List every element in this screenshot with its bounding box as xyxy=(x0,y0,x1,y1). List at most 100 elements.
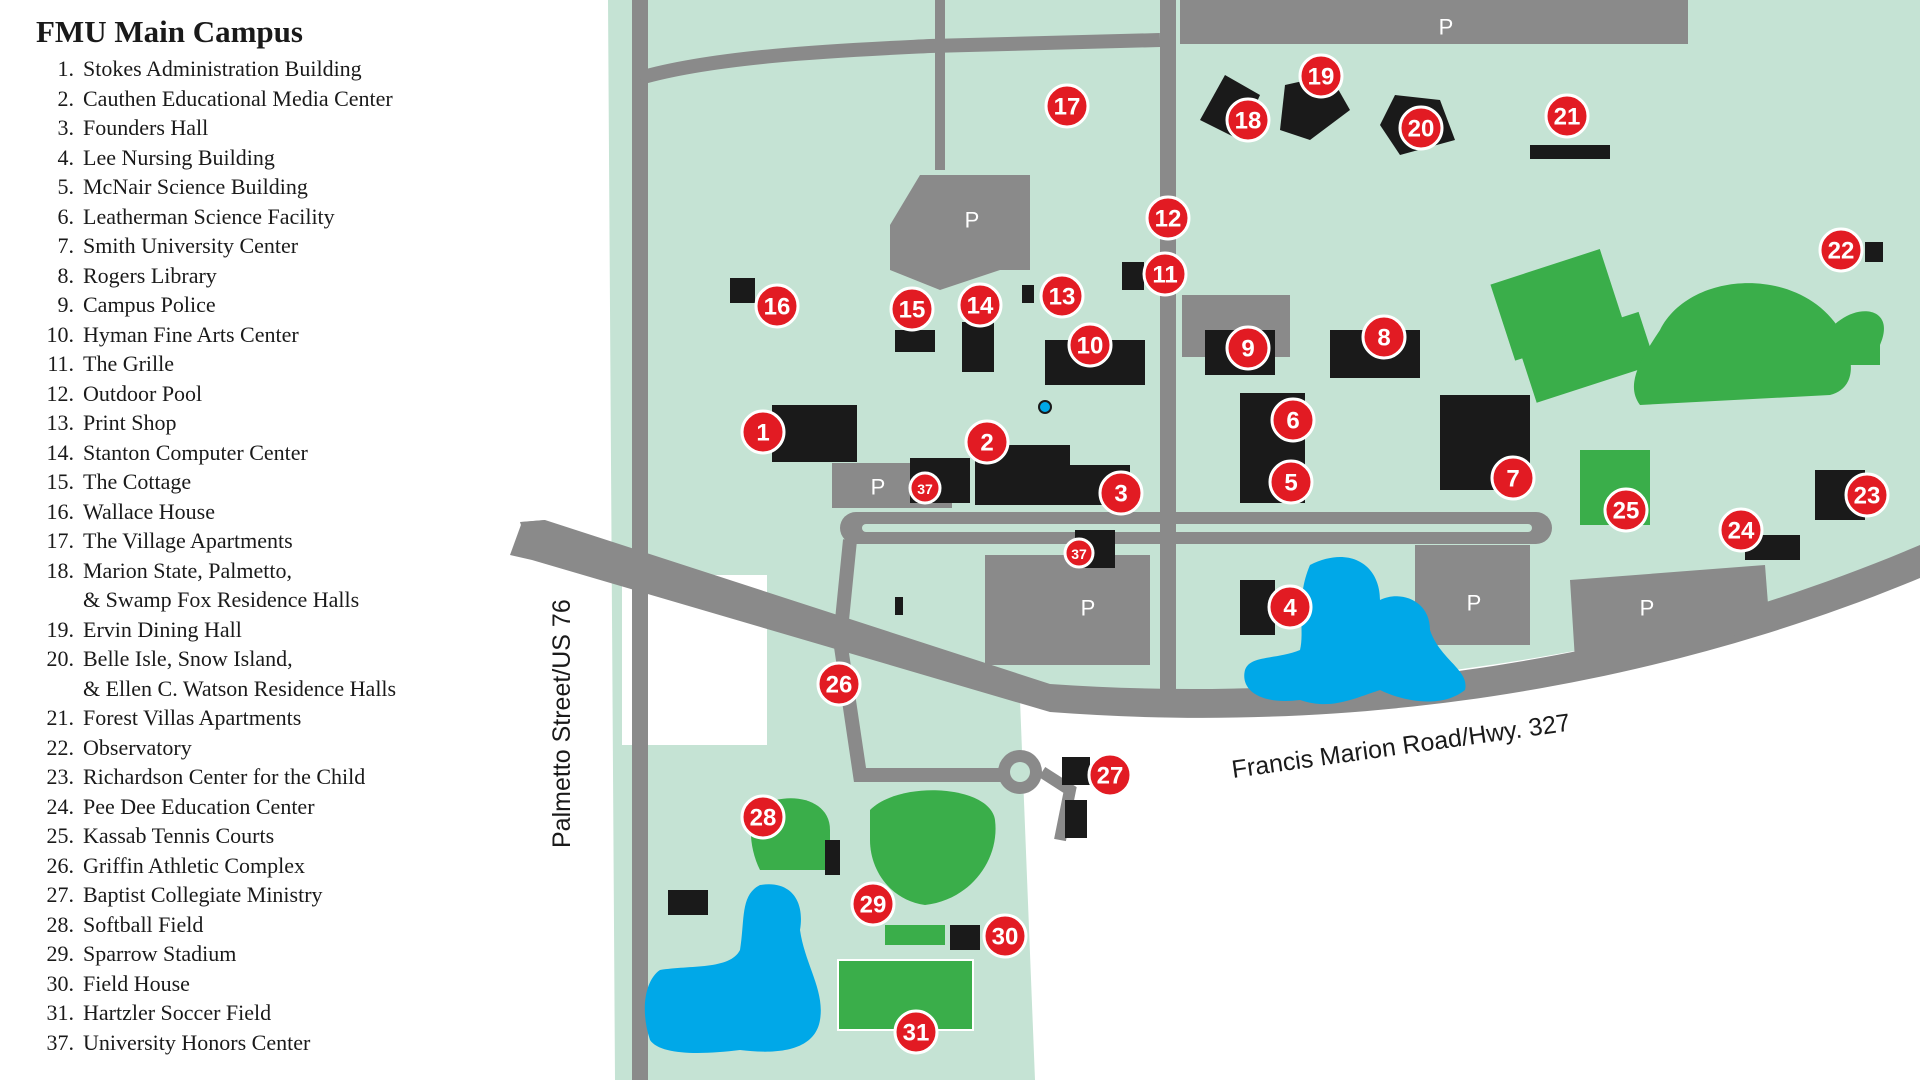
legend-number: 21. xyxy=(46,705,75,730)
marker-10[interactable]: 10 xyxy=(1067,322,1113,368)
marker-29[interactable]: 29 xyxy=(850,881,896,927)
marker-label: 12 xyxy=(1155,206,1182,233)
marker-17[interactable]: 17 xyxy=(1044,83,1090,129)
practice-field xyxy=(1519,311,1656,403)
legend-number: 23. xyxy=(46,764,75,789)
marker-label: 2 xyxy=(980,430,993,457)
parking-label-top: P xyxy=(1439,15,1454,40)
legend-label: Print Shop xyxy=(83,410,177,435)
legend-item: 18.Marion State, Palmetto, xyxy=(36,556,536,586)
legend-number: 9. xyxy=(57,292,75,317)
legend-item: 37.University Honors Center xyxy=(36,1028,536,1058)
marker-37[interactable]: 37 xyxy=(908,471,942,505)
marker-circle xyxy=(1225,97,1271,143)
legend-number: 2. xyxy=(57,85,75,111)
parking-label-north: P xyxy=(965,208,980,233)
marker-label: 4 xyxy=(1283,595,1297,622)
building-forest-villas xyxy=(1530,145,1610,159)
building-cottage xyxy=(895,330,935,352)
marker-circle xyxy=(893,1009,939,1055)
marker-circle xyxy=(1142,251,1188,297)
marker-28[interactable]: 28 xyxy=(740,794,786,840)
marker-4[interactable]: 4 xyxy=(1267,584,1313,630)
marker-26[interactable]: 26 xyxy=(816,661,862,707)
marker-27[interactable]: 27 xyxy=(1087,752,1133,798)
marker-15[interactable]: 15 xyxy=(889,286,935,332)
central-road xyxy=(1160,0,1176,700)
marker-label: 14 xyxy=(967,293,994,320)
legend-label: Cauthen Educational Media Center xyxy=(83,85,393,111)
legend-label: Sparrow Stadium xyxy=(83,941,237,966)
building-print-shop xyxy=(1022,285,1034,303)
marker-3[interactable]: 3 xyxy=(1098,470,1144,516)
legend-number: 14. xyxy=(46,439,75,465)
legend-number: 17. xyxy=(46,528,75,553)
building-observatory xyxy=(1865,242,1883,262)
marker-label: 3 xyxy=(1114,481,1127,508)
fountain xyxy=(1038,400,1052,414)
marker-37[interactable]: 37 xyxy=(1063,537,1095,569)
marker-label: 11 xyxy=(1152,262,1177,289)
marker-2[interactable]: 2 xyxy=(964,419,1010,465)
palmetto-street-end xyxy=(510,520,545,560)
marker-21[interactable]: 21 xyxy=(1544,93,1590,139)
legend-label: Kassab Tennis Courts xyxy=(83,823,275,848)
building-softball-house xyxy=(825,840,840,875)
legend-number: 13. xyxy=(46,410,75,435)
legend-item: 28.Softball Field xyxy=(36,910,536,940)
marker-label: 6 xyxy=(1286,408,1299,435)
marker-6[interactable]: 6 xyxy=(1270,397,1316,443)
marker-13[interactable]: 13 xyxy=(1039,273,1085,319)
marker-9[interactable]: 9 xyxy=(1225,325,1271,371)
legend-item: 9. Campus Police xyxy=(36,290,536,320)
marker-14[interactable]: 14 xyxy=(957,282,1003,328)
building-stokes xyxy=(772,405,857,462)
legend-item: 1.Stokes Administration Building xyxy=(36,54,536,84)
legend-item: 3.Founders Hall xyxy=(36,113,536,143)
marker-31[interactable]: 31 xyxy=(893,1009,939,1055)
legend-label: Lee Nursing Building xyxy=(83,144,275,170)
marker-circle xyxy=(1145,195,1191,241)
marker-23[interactable]: 23 xyxy=(1844,472,1890,518)
parking-label-center: P xyxy=(1081,596,1096,621)
legend-number: 6. xyxy=(57,203,75,229)
off-campus-area xyxy=(1020,560,1920,1080)
marker-label: 24 xyxy=(1728,518,1755,545)
marker-22[interactable]: 22 xyxy=(1818,227,1864,273)
legend-label: & Swamp Fox Residence Halls xyxy=(83,587,360,612)
marker-7[interactable]: 7 xyxy=(1490,455,1536,501)
marker-20[interactable]: 20 xyxy=(1398,105,1444,151)
marker-16[interactable]: 16 xyxy=(754,283,800,329)
marker-label: 28 xyxy=(750,805,777,832)
marker-circle xyxy=(1063,537,1095,569)
marker-1[interactable]: 1 xyxy=(740,409,786,455)
legend-number: 27. xyxy=(46,882,75,907)
legend-label: Observatory xyxy=(83,734,192,760)
marker-5[interactable]: 5 xyxy=(1268,459,1314,505)
marker-19[interactable]: 19 xyxy=(1298,53,1344,99)
marker-circle xyxy=(1039,273,1085,319)
legend-item: 30.Field House xyxy=(36,969,536,999)
marker-11[interactable]: 11 xyxy=(1142,251,1188,297)
marker-label: 37 xyxy=(917,481,933,497)
legend-item: & Ellen C. Watson Residence Halls xyxy=(36,674,536,704)
legend-label: Field House xyxy=(83,970,190,996)
marker-circle xyxy=(1067,322,1113,368)
marker-25[interactable]: 25 xyxy=(1603,487,1649,533)
marker-8[interactable]: 8 xyxy=(1361,314,1407,360)
building-wallace xyxy=(730,278,755,303)
marker-circle xyxy=(740,794,786,840)
marker-24[interactable]: 24 xyxy=(1718,507,1764,553)
marker-18[interactable]: 18 xyxy=(1225,97,1271,143)
marker-30[interactable]: 30 xyxy=(982,913,1028,959)
legend-number: 5. xyxy=(57,174,75,199)
legend-number: 3. xyxy=(57,115,75,140)
parking-lot-north xyxy=(890,175,1030,290)
parking-label-east: P xyxy=(1467,591,1482,616)
legend-label: Richardson Center for the Child xyxy=(83,764,366,789)
legend-label: Campus Police xyxy=(83,292,216,317)
legend-item: 27.Baptist Collegiate Ministry xyxy=(36,880,536,910)
legend-item: 17.The Village Apartments xyxy=(36,526,536,556)
marker-12[interactable]: 12 xyxy=(1145,195,1191,241)
